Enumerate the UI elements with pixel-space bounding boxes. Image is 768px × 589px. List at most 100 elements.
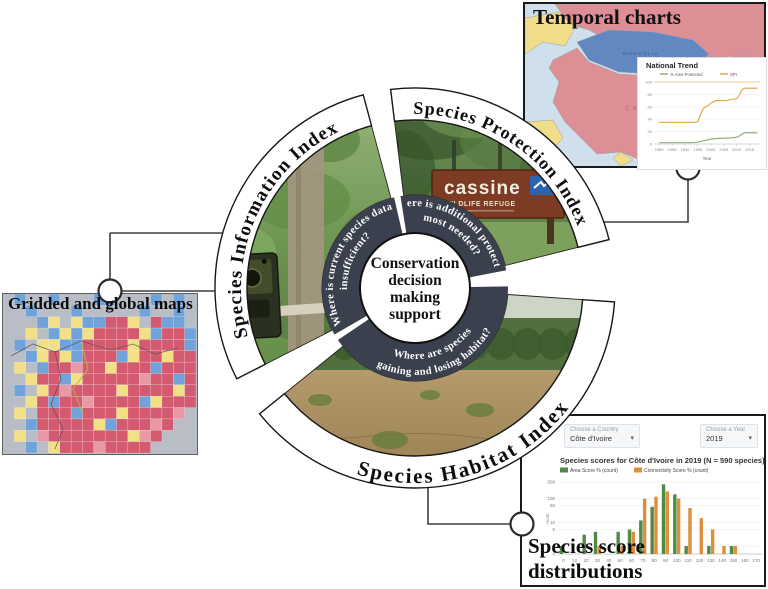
bar-y-axis-label: count — [545, 513, 550, 525]
segment-protection-question-line1: Where is additional protection — [0, 0, 502, 269]
gridded-panel-title: Gridded and global maps — [8, 294, 193, 313]
svg-text:1985: 1985 — [668, 147, 678, 152]
trend-series-spi — [659, 87, 758, 123]
bar-connectivity-score — [654, 496, 658, 554]
bar-connectivity-score — [710, 529, 715, 554]
bar-area-score — [593, 531, 598, 554]
svg-text:60: 60 — [648, 104, 653, 109]
bar-area-score — [627, 529, 632, 554]
svg-text:50: 50 — [550, 503, 556, 508]
svg-text:2005: 2005 — [719, 147, 729, 152]
distributions-panel-title: Species score distributions — [528, 534, 645, 583]
svg-text:1980: 1980 — [655, 147, 665, 152]
sign-subtitle: WILDLIFE REFUGE — [444, 201, 516, 208]
bar-connectivity-score — [642, 498, 647, 554]
national-trend-chart-card: National Trend % Area Protected SPI 0 20 40 60… — [637, 57, 767, 170]
year-select[interactable]: Choose a Year 2019 ▾ — [700, 424, 758, 448]
map-kazakhstan — [524, 11, 576, 55]
temporal-charts-panel: MONGOLIACHINA Temporal charts National T… — [523, 2, 767, 170]
country-select-value: Côte d'Ivoire — [570, 434, 612, 443]
svg-text:20: 20 — [648, 129, 653, 134]
bar-area-score — [559, 546, 564, 554]
svg-text:2000: 2000 — [706, 147, 716, 152]
svg-text:decision: decision — [388, 272, 442, 289]
svg-text:10: 10 — [550, 520, 556, 525]
bar-chart-legend: Area Score % (count) Connectivity Score %… — [560, 467, 709, 474]
segment-information-title-band — [214, 93, 373, 380]
segment-information-title: Species Information Index — [225, 117, 342, 341]
bar-connectivity-score — [676, 498, 681, 554]
trend-chart-title: National Trend — [646, 61, 699, 70]
bar-area-score — [582, 534, 586, 554]
svg-text:100: 100 — [645, 80, 652, 85]
bar-connectivity-score — [722, 546, 726, 554]
year-select-label: Choose a Year — [706, 427, 746, 433]
svg-text:40: 40 — [648, 117, 653, 122]
national-trend-chart: National Trend % Area Protected SPI 0 20 40 60… — [645, 61, 760, 161]
trend-legend: % Area Protected SPI — [660, 72, 737, 77]
svg-text:2010: 2010 — [732, 147, 742, 152]
camera-trap — [247, 252, 282, 340]
year-select-value: 2019 — [706, 434, 723, 443]
bar-connectivity-score — [597, 546, 601, 554]
score-distributions-panel: Choose a Country Côte d'Ivoire ▾ Choose … — [520, 414, 766, 587]
country-select[interactable]: Choose a Country Côte d'Ivoire ▾ — [564, 424, 640, 448]
bar-area-score — [616, 531, 620, 554]
svg-text:1990: 1990 — [681, 147, 691, 152]
segment-habitat-question-line2: gaining and losing habitat? — [375, 326, 494, 378]
chevron-down-icon: ▾ — [748, 435, 752, 442]
segment-habitat-question-line1: Where are species — [392, 326, 474, 362]
svg-text:2015: 2015 — [745, 147, 755, 152]
bar-area-score — [661, 484, 666, 554]
bar-area-score — [729, 546, 734, 554]
grid-cells — [14, 293, 197, 454]
temporal-panel-title: Temporal charts — [533, 5, 681, 29]
bar-chart-title: Species scores for Côte d'Ivoire in 2019… — [560, 456, 765, 465]
chevron-down-icon: ▾ — [630, 435, 634, 442]
country-border — [50, 351, 64, 450]
center-circle — [359, 232, 471, 344]
country-select-label: Choose a Country — [570, 427, 619, 433]
svg-text:5: 5 — [552, 527, 555, 532]
country-border — [10, 340, 179, 357]
bar-area-score — [684, 546, 688, 554]
bar-connectivity-score — [733, 546, 737, 554]
segment-protection-question-line2: most needed? — [422, 212, 482, 257]
segment-habitat-question-arc — [337, 286, 508, 382]
bar-area-score — [673, 494, 677, 554]
bar-connectivity-score — [688, 508, 692, 554]
svg-text:support: support — [389, 306, 442, 323]
svg-text:0: 0 — [650, 142, 653, 147]
svg-text:Connectivity Score % (count): Connectivity Score % (count) — [644, 468, 709, 474]
bar-connectivity-score — [699, 518, 703, 554]
trend-series---area-protected — [659, 132, 758, 144]
svg-text:500: 500 — [547, 480, 555, 485]
trend-x-axis-label: Year — [702, 156, 712, 161]
segment-information-photo — [247, 125, 391, 365]
bar-area-score — [639, 520, 643, 554]
bar-connectivity-score — [620, 546, 624, 554]
svg-text:Conservation: Conservation — [371, 255, 460, 272]
country-border-highlight — [72, 340, 89, 415]
svg-text:Area Score % (count): Area Score % (count) — [570, 468, 618, 474]
sign-name: cassine — [444, 178, 521, 199]
refuge-logo-icon — [530, 176, 556, 195]
bar-area-score — [650, 506, 654, 554]
svg-text:making: making — [390, 289, 440, 306]
bar-connectivity-score — [631, 531, 635, 554]
svg-text:SPI: SPI — [730, 72, 737, 77]
segment-information-photo-outline — [246, 125, 392, 365]
grid-map-svg — [10, 293, 197, 454]
svg-text:% Area Protected: % Area Protected — [670, 72, 703, 77]
svg-text:100: 100 — [547, 496, 555, 501]
segment-information-question-line2: insufficient? — [339, 230, 373, 290]
segment-information-question-line1: Where is current species data — [325, 201, 394, 327]
svg-text:1995: 1995 — [693, 147, 703, 152]
segment-information-question-arc — [321, 197, 403, 335]
segment-protection-question-arc — [400, 194, 507, 278]
svg-text:80: 80 — [648, 92, 653, 97]
bar-connectivity-score — [665, 491, 669, 554]
